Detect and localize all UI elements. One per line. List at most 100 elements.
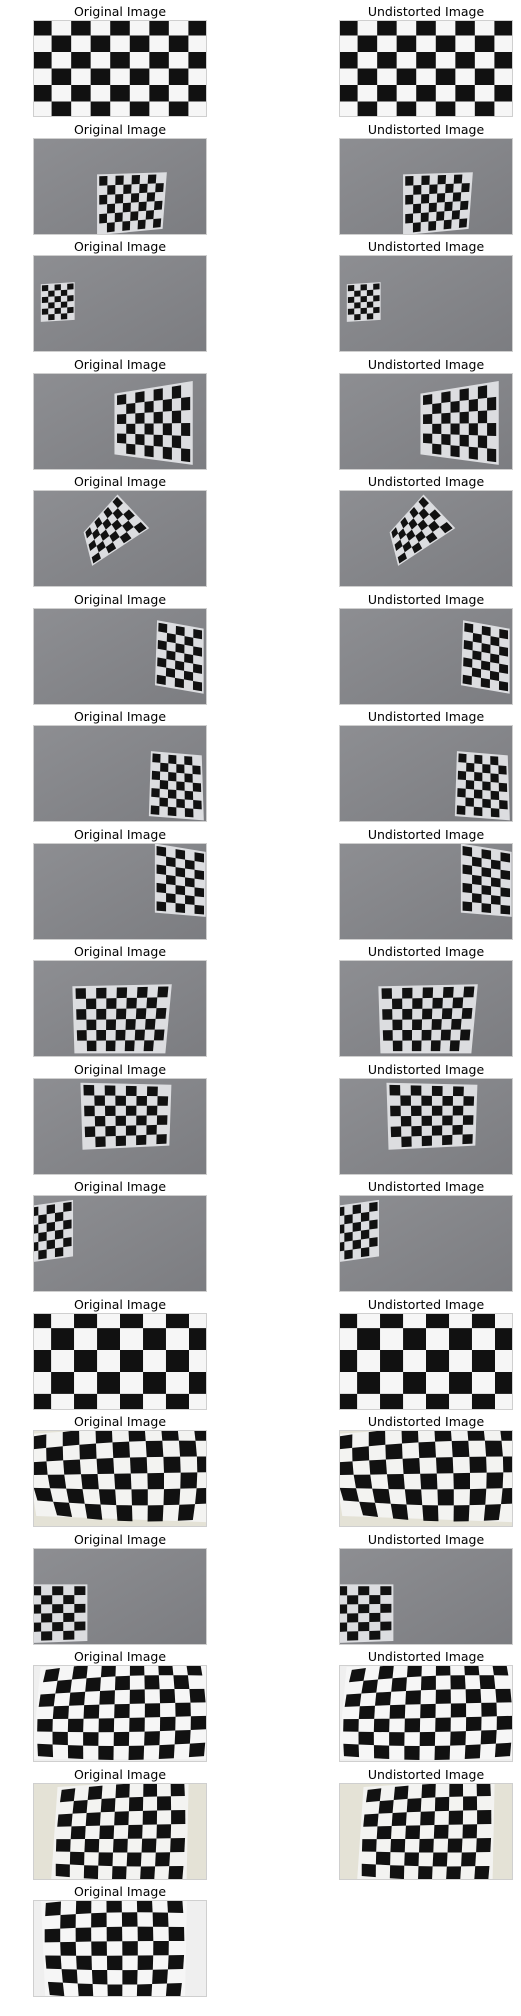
checker-square — [105, 1125, 116, 1136]
checker-square — [420, 1473, 438, 1490]
checker-square — [458, 753, 467, 763]
checker-square — [416, 52, 436, 69]
checker-square — [157, 986, 169, 998]
checker-square — [495, 1688, 512, 1703]
undistorted-image-panel: Undistorted Image — [339, 239, 513, 353]
checker-square — [176, 781, 185, 791]
checker-square — [340, 1224, 345, 1234]
checker-square — [435, 1457, 454, 1474]
checker-square — [85, 527, 93, 539]
checker-square — [463, 1795, 478, 1810]
checker-square — [456, 805, 466, 815]
original-checkerboard-image — [33, 1547, 207, 1645]
checker-square — [159, 1716, 176, 1732]
undistorted-checkerboard-image — [339, 1547, 513, 1645]
checker-square — [158, 1666, 174, 1676]
checker-square — [360, 284, 367, 291]
checker-square — [194, 886, 205, 897]
checker-square — [48, 290, 55, 297]
checker-square — [60, 289, 68, 296]
original-image-title: Original Image — [73, 121, 167, 137]
checker-square — [175, 660, 185, 671]
checker-square — [168, 754, 177, 765]
original-checkerboard-image — [33, 1195, 207, 1292]
checker-square — [396, 35, 417, 53]
original-image-panel: Original Image — [33, 1179, 207, 1293]
checker-square — [471, 1393, 495, 1409]
checker-square — [74, 1393, 98, 1409]
checker-square — [151, 770, 161, 781]
checker-square — [122, 1941, 138, 1956]
checker-square — [462, 845, 473, 857]
checker-square — [166, 632, 176, 643]
checker-square — [38, 1214, 47, 1225]
checker-square — [145, 209, 155, 220]
checker-square — [48, 302, 55, 309]
checker-square — [63, 1459, 81, 1475]
checker-square — [34, 1206, 39, 1217]
checker-square — [156, 1823, 172, 1838]
checker-square — [48, 313, 55, 321]
checker-square — [491, 859, 501, 870]
checker-square — [502, 1456, 512, 1473]
checker-square — [184, 773, 193, 783]
checker-square — [354, 302, 361, 309]
checker-square — [396, 101, 417, 116]
checker-square — [439, 521, 453, 534]
checker-square — [442, 1095, 453, 1106]
original-checkerboard-svg — [34, 1078, 206, 1174]
checker-square — [194, 869, 205, 880]
undistorted-checkerboard-svg — [340, 373, 512, 469]
undistorted-image-title: Undistorted Image — [367, 121, 485, 137]
checker-square — [389, 1084, 401, 1095]
undistorted-image-panel: Undistorted Image — [339, 592, 513, 706]
checker-square — [129, 101, 150, 116]
checker-square — [188, 1327, 206, 1350]
checker-square — [452, 1085, 464, 1096]
checker-square — [180, 1472, 198, 1489]
checker-square — [83, 1704, 100, 1719]
checker-square — [76, 1009, 87, 1020]
checker-square — [129, 68, 150, 85]
checker-square — [343, 1718, 359, 1732]
undistorted-image-panel: Undistorted Image — [339, 4, 513, 118]
original-checkerboard-svg — [34, 961, 206, 1056]
original-checkerboard-svg — [34, 1548, 206, 1644]
checker-square — [500, 869, 511, 880]
checker-square — [45, 1955, 62, 1970]
checker-square — [168, 68, 189, 85]
checker-square — [41, 1630, 53, 1641]
checker-square — [437, 1489, 454, 1506]
checker-square — [410, 1084, 422, 1096]
original-checkerboard-svg — [34, 491, 206, 586]
checker-square — [472, 874, 482, 885]
checker-square — [369, 1201, 378, 1212]
checker-square — [461, 1851, 477, 1866]
checker-square — [120, 1349, 144, 1372]
checker-square — [136, 1134, 147, 1145]
checker-square — [450, 444, 460, 457]
checker-square — [156, 1133, 167, 1144]
checker-square — [131, 1489, 148, 1506]
checker-square — [135, 433, 145, 445]
original-image-panel: Original Image — [33, 1414, 207, 1528]
checker-square — [185, 859, 195, 870]
checker-square — [451, 209, 461, 220]
checker-square — [158, 622, 168, 633]
undistorted-checkerboard-svg — [340, 1666, 512, 1761]
checker-square — [96, 1029, 107, 1041]
checker-square — [359, 1501, 379, 1517]
checker-square — [361, 1863, 376, 1877]
checker-square — [400, 1094, 411, 1106]
checker-square — [156, 845, 167, 857]
checker-square — [434, 1745, 451, 1761]
checker-square — [55, 1863, 70, 1877]
checker-square — [155, 1851, 171, 1866]
undistorted-checkerboard-svg — [340, 961, 512, 1056]
checker-square — [146, 191, 156, 202]
checker-square — [175, 866, 186, 877]
checker-square — [60, 1914, 76, 1929]
checker-square — [474, 1865, 490, 1879]
checker-square — [134, 1029, 146, 1041]
checker-square — [404, 1851, 419, 1866]
